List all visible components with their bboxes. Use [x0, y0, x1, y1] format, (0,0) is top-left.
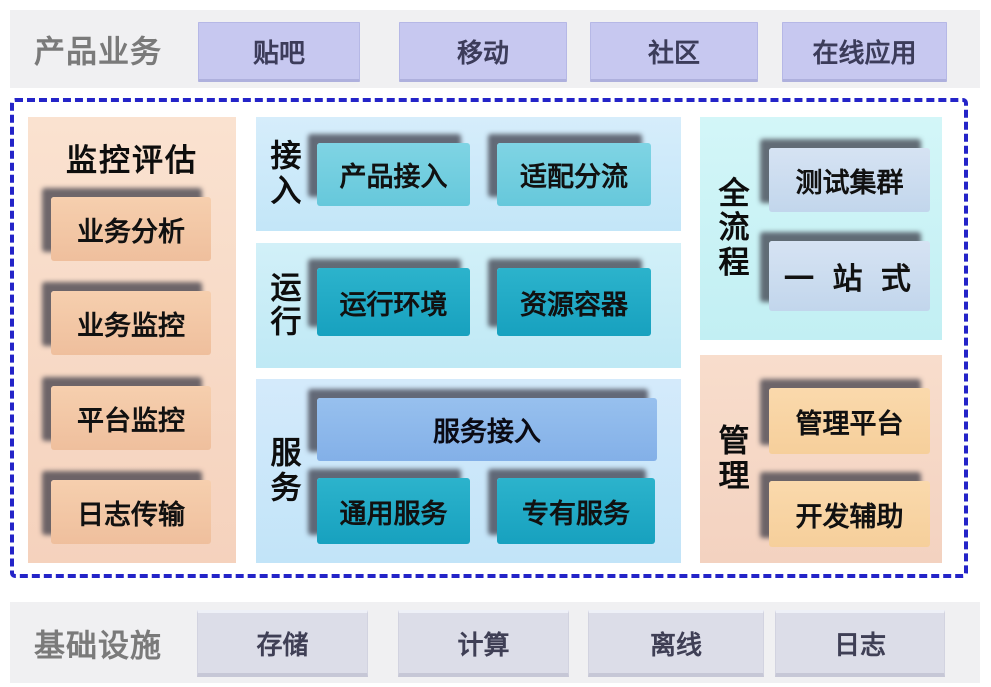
product-business-bar: 产品业务 贴吧 移动 社区 在线应用 [10, 10, 980, 88]
platform-monitoring-box: 平台监控 [51, 386, 211, 450]
service-label: 服务 [270, 435, 302, 506]
service-access-box: 服务接入 [317, 398, 657, 461]
management-platform-box: 管理平台 [769, 388, 930, 454]
infrastructure-label: 基础设施 [34, 628, 162, 664]
product-item-tieba: 贴吧 [198, 22, 360, 82]
compute-box: 计算 [398, 610, 569, 677]
fullflow-label: 全流程 [718, 175, 750, 281]
access-label: 接入 [270, 138, 302, 209]
product-item-online-app: 在线应用 [782, 22, 947, 82]
business-monitoring-box: 业务监控 [51, 291, 211, 355]
product-business-label: 产品业务 [34, 34, 162, 71]
runtime-section: 运行 运行环境 资源容器 [256, 243, 681, 368]
monitoring-title: 监控评估 [66, 143, 198, 179]
business-analysis-box: 业务分析 [51, 197, 211, 261]
offline-box: 离线 [588, 610, 764, 677]
service-section: 服务 服务接入 通用服务 专有服务 [256, 379, 681, 563]
platform-dashed-frame [10, 98, 968, 578]
log-transfer-box: 日志传输 [51, 480, 211, 544]
resource-container-box: 资源容器 [497, 268, 651, 336]
general-service-box: 通用服务 [317, 478, 470, 544]
product-item-community: 社区 [590, 22, 758, 82]
runtime-env-box: 运行环境 [317, 268, 470, 336]
monitoring-panel: 监控评估 业务分析 业务监控 平台监控 日志传输 [28, 117, 236, 563]
storage-box: 存储 [197, 610, 368, 677]
adapter-routing-box: 适配分流 [497, 143, 651, 206]
access-section: 接入 产品接入 适配分流 [256, 117, 681, 231]
fullflow-section: 全流程 测试集群 一 站 式 [700, 117, 942, 340]
infrastructure-bar: 基础设施 存储 计算 离线 日志 [10, 602, 980, 683]
management-section: 管理 管理平台 开发辅助 [700, 355, 942, 563]
product-item-mobile: 移动 [399, 22, 567, 82]
log-box: 日志 [775, 610, 945, 677]
one-stop-box: 一 站 式 [769, 241, 930, 311]
dedicated-service-box: 专有服务 [497, 478, 655, 544]
test-cluster-box: 测试集群 [769, 148, 930, 212]
product-access-box: 产品接入 [317, 143, 470, 206]
runtime-label: 运行 [270, 269, 302, 341]
dev-assist-box: 开发辅助 [769, 481, 930, 547]
management-label: 管理 [718, 423, 750, 494]
